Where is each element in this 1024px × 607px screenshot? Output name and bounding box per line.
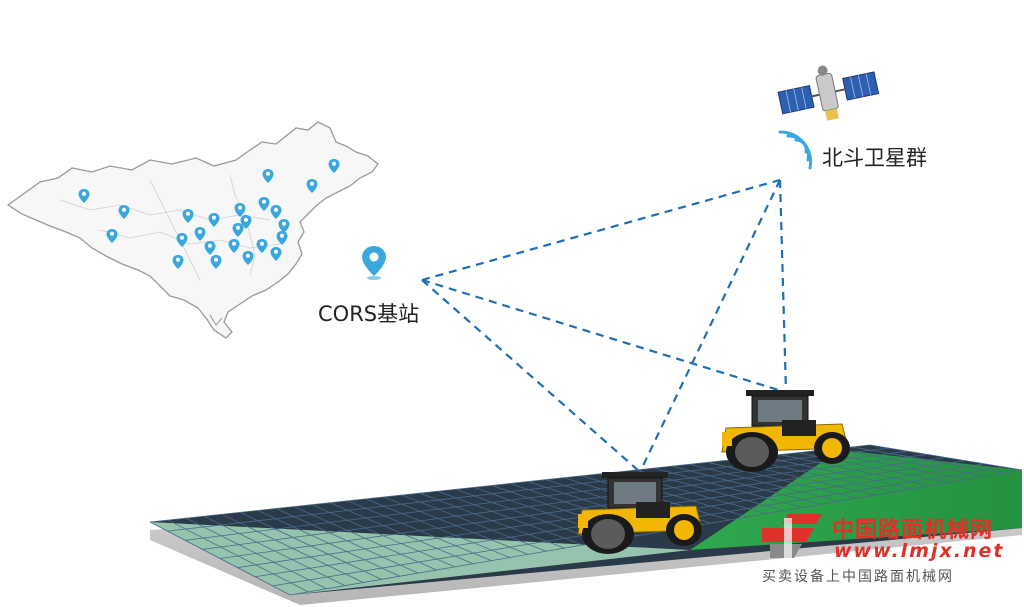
map-pin-icon <box>256 239 268 253</box>
map-pin-icon <box>240 215 252 229</box>
map-pin-icon <box>176 233 188 247</box>
map-pin-icon <box>228 239 240 253</box>
map-pin-icon <box>278 219 290 233</box>
map-pin-icon <box>118 205 130 219</box>
map-pin-icon <box>234 203 246 217</box>
map-pin-icon <box>306 179 318 193</box>
map-pin-icon <box>208 213 220 227</box>
signal-wave-icon <box>778 130 813 170</box>
line-cors-roller-front <box>421 279 641 473</box>
satellite-icon <box>777 65 880 121</box>
roller-front-icon <box>577 472 703 554</box>
signal-lines <box>421 178 788 473</box>
map-pin-icon <box>276 231 288 245</box>
map-pin-icon <box>194 227 206 241</box>
line-cors-satellite <box>421 178 781 282</box>
map-pin-icon <box>210 255 222 269</box>
map-pin-icon <box>258 197 270 211</box>
map-pin-icon <box>270 205 282 219</box>
satellite-constellation-label: 北斗卫星群 <box>822 146 927 170</box>
map-pin-icon <box>106 229 118 243</box>
cors-pin-icon <box>362 246 386 280</box>
line-cors-roller-back <box>421 278 786 394</box>
map-pin-icon <box>270 247 282 261</box>
watermark-slogan: 买卖设备上中国路面机械网 <box>762 569 954 585</box>
cors-station-label: CORS基站 <box>318 302 420 326</box>
line-satellite-roller-back <box>778 179 788 393</box>
map-pin-icon <box>328 159 340 173</box>
line-satellite-roller-front <box>639 179 781 473</box>
map-pin-icon <box>262 169 274 183</box>
watermark-url: www.lmjx.net <box>834 540 1005 562</box>
map-pin-icon <box>182 209 194 223</box>
watermark-logo-icon <box>762 514 822 558</box>
map-pin-icon <box>78 189 90 203</box>
map-pins <box>78 159 340 269</box>
map-pin-icon <box>242 251 254 265</box>
map-pin-icon <box>232 223 244 237</box>
map-pin-icon <box>172 255 184 269</box>
map-pin-icon <box>204 241 216 255</box>
roller-back-icon <box>721 390 850 472</box>
watermark-site-name: 中国路面机械网 <box>832 518 994 543</box>
